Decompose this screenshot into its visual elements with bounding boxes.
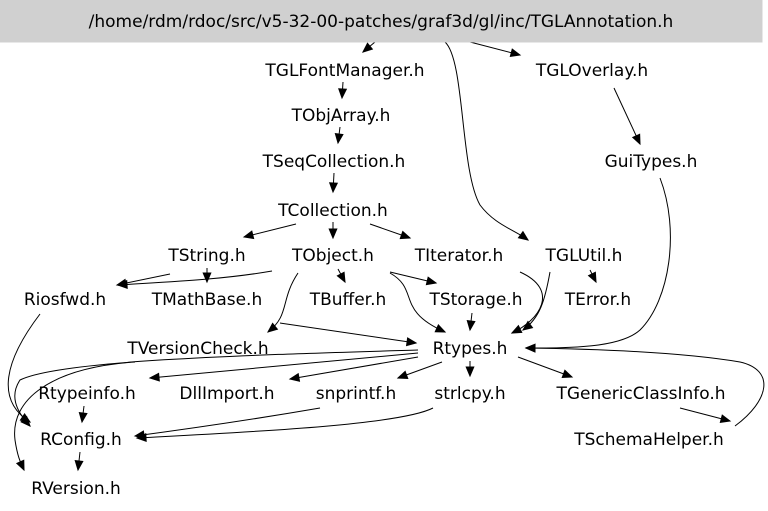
node-TGenericClassInfo[interactable]: TGenericClassInfo.h: [555, 384, 725, 404]
edge-TSchemaHelper-to-Rtypes: [525, 347, 765, 427]
node-TSchemaHelper[interactable]: TSchemaHelper.h: [573, 430, 724, 450]
arrowhead-Rtypes-to-Rtypeinfo: [148, 372, 160, 382]
node-GuiTypes[interactable]: GuiTypes.h: [605, 152, 698, 172]
node-TObjArray[interactable]: TObjArray.h: [291, 106, 391, 126]
node-Rtypeinfo[interactable]: Rtypeinfo.h: [38, 384, 136, 404]
arrowhead-Rtypeinfo-to-RConfig: [78, 412, 88, 424]
arrowhead-TCollection-to-TIterator: [399, 230, 412, 240]
edge-Rtypes-to-TGenericClassInfo: [517, 356, 573, 378]
node-TMathBase[interactable]: TMathBase.h: [151, 290, 262, 310]
root-node-label[interactable]: /home/rdm/rdoc/src/v5-32-00-patches/graf…: [89, 12, 674, 32]
node-TGLUtil[interactable]: TGLUtil.h: [545, 246, 623, 266]
node-RConfig[interactable]: RConfig.h: [40, 430, 122, 450]
edge-GuiTypes-to-Rtypes: [525, 177, 671, 349]
edge-TIterator-to-Rtypes: [511, 271, 543, 334]
arrowhead-TGenericClassInfo-to-TSchemaHelper: [719, 414, 732, 424]
arrowhead-TObject-to-Rtypes: [434, 323, 447, 333]
edges-layer: [7, 41, 765, 472]
arrowhead-TGLUtil-to-TError: [587, 271, 597, 284]
node-snprintf[interactable]: snprintf.h: [316, 384, 397, 404]
edge-TGLUtil-to-Rtypes: [522, 271, 551, 331]
arrowhead-TVersionCheck-to-RVersion: [15, 459, 25, 472]
node-TIterator[interactable]: TIterator.h: [414, 246, 504, 266]
arrowhead-strlcpy-to-RConfig: [135, 432, 147, 443]
edge-TVersionCheck-to-Rtypes: [279, 322, 417, 344]
node-TGLOverlay[interactable]: TGLOverlay.h: [535, 61, 648, 81]
arrowhead-root-to-TGLUtil: [517, 230, 530, 241]
arrowhead-root-to-TGLFontManager: [362, 42, 374, 53]
arrowhead-TObject-to-TStorage: [425, 276, 438, 286]
arrowhead-TSeqCollection-to-TCollection: [328, 182, 339, 194]
edge-TGLOverlay-to-GuiTypes: [613, 87, 641, 145]
edge-Rtypes-to-RConfig: [14, 349, 419, 427]
root-node-box: [0, 0, 763, 43]
edge-Rtypes-to-Rtypeinfo: [149, 352, 419, 379]
arrowhead-TObjArray-to-TSeqCollection: [334, 133, 344, 145]
edge-TObject-to-Rtypes: [389, 272, 446, 333]
arrowhead-TObject-to-TBuffer: [336, 271, 346, 284]
node-TSeqCollection[interactable]: TSeqCollection.h: [262, 152, 406, 172]
node-TObject[interactable]: TObject.h: [291, 246, 374, 266]
arrowhead-TGLUtil-to-Rtypes: [521, 320, 534, 331]
arrowhead-TVersionCheck-to-Rtypes: [405, 337, 418, 347]
node-TVersionCheck[interactable]: TVersionCheck.h: [126, 339, 268, 359]
node-TBuffer[interactable]: TBuffer.h: [309, 290, 387, 310]
node-TString[interactable]: TString.h: [167, 246, 245, 266]
arrowhead-TCollection-to-TString: [242, 230, 255, 240]
arrowhead-Rtypes-to-strlcpy: [465, 366, 475, 378]
arrowhead-TGLOverlay-to-GuiTypes: [631, 133, 641, 146]
arrowhead-RConfig-to-RVersion: [74, 460, 84, 472]
node-strlcpy[interactable]: strlcpy.h: [434, 384, 505, 404]
edge-root-to-TGLUtil: [444, 41, 529, 241]
arrowhead-TObject-to-Riosfwd: [116, 279, 128, 289]
node-TCollection[interactable]: TCollection.h: [277, 201, 388, 221]
edge-Riosfwd-to-RConfig: [7, 313, 41, 423]
edge-snprintf-to-RConfig: [134, 407, 321, 437]
node-Riosfwd[interactable]: Riosfwd.h: [24, 290, 106, 310]
node-RVersion[interactable]: RVersion.h: [31, 479, 121, 499]
arrowhead-Rtypes-to-TGenericClassInfo: [561, 369, 574, 378]
node-TGLFontManager[interactable]: TGLFontManager.h: [264, 61, 424, 81]
arrowhead-root-to-TGLOverlay: [509, 48, 522, 58]
arrowhead-TString-to-TMathBase: [202, 272, 212, 284]
node-DllImport[interactable]: DllImport.h: [179, 384, 274, 404]
arrowhead-Rtypes-to-RConfig: [20, 415, 31, 427]
arrowhead-TObject-to-TVersionCheck: [267, 322, 279, 333]
edge-TVersionCheck-to-RVersion: [14, 361, 136, 471]
arrowhead-Rtypes-to-snprintf: [396, 370, 409, 380]
arrowhead-TStorage-to-Rtypes: [466, 320, 476, 332]
arrowhead-TSchemaHelper-to-Rtypes: [524, 343, 536, 353]
arrowhead-TCollection-to-TObject: [328, 228, 338, 240]
arrowhead-TGLFontManager-to-TObjArray: [338, 88, 348, 100]
arrowhead-TIterator-to-Rtypes: [510, 324, 523, 334]
edge-strlcpy-to-RConfig: [136, 407, 434, 439]
edge-TObject-to-Riosfwd: [117, 270, 273, 286]
edge-Rtypes-to-DllImport: [289, 356, 419, 380]
node-Rtypes[interactable]: Rtypes.h: [433, 339, 508, 359]
node-TError[interactable]: TError.h: [564, 290, 631, 310]
nodes-layer: /home/rdm/rdoc/src/v5-32-00-patches/graf…: [0, 0, 763, 499]
arrowhead-Rtypes-to-DllImport: [288, 372, 301, 382]
node-TStorage[interactable]: TStorage.h: [428, 290, 522, 310]
